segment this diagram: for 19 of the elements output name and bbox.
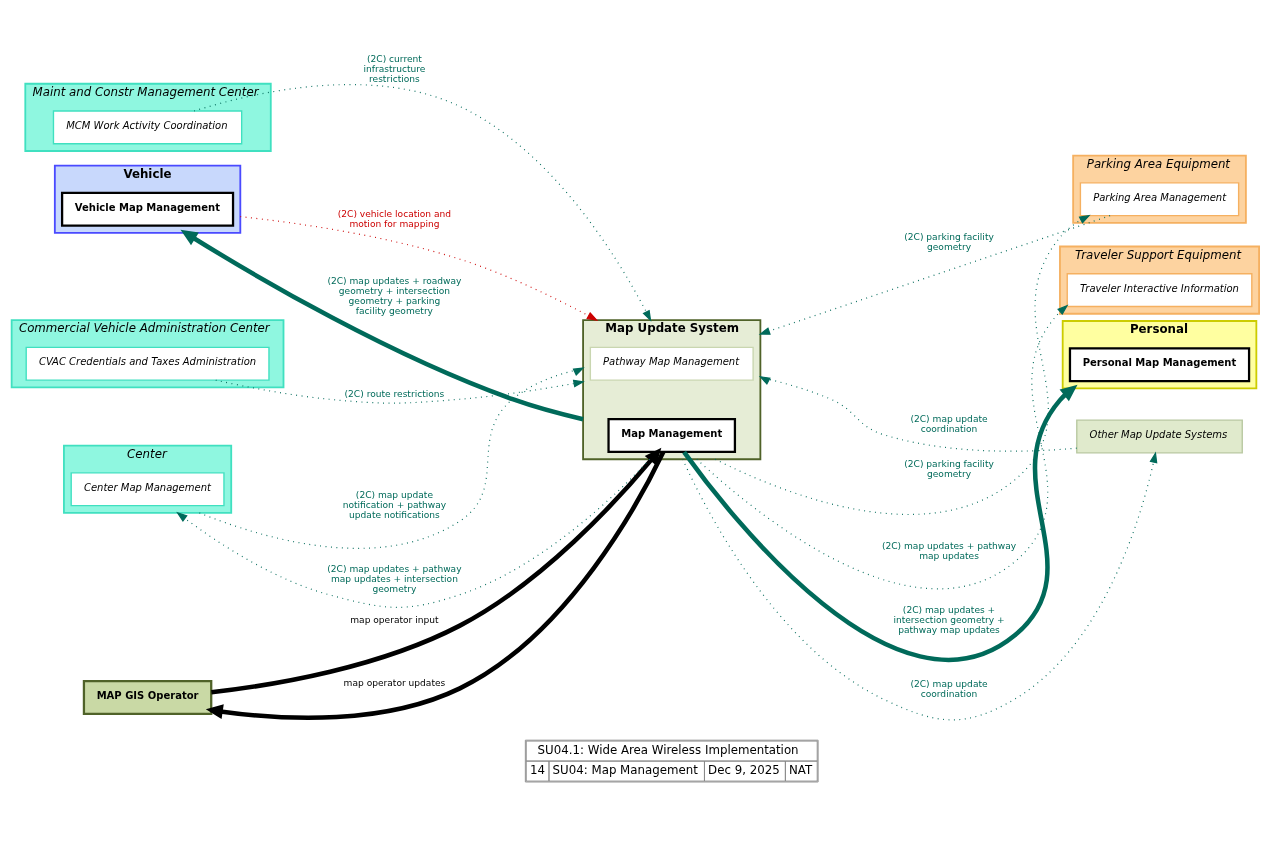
edge-label: (2C) map updates + pathway map updates	[881, 540, 1017, 561]
label: 14	[529, 762, 545, 777]
edge-label: (2C) map update notification + pathway update notifications	[342, 489, 447, 520]
edge-label: (2C) route restrictions	[344, 388, 445, 398]
label: Dec 9, 2025	[708, 762, 780, 777]
edge-label: (2C) map update coordination	[910, 413, 988, 434]
label: NAT	[789, 762, 813, 777]
edge-label: (2C) map update coordination	[910, 678, 988, 699]
edge-label: (2C) current infrastructure restrictions	[363, 53, 426, 84]
label: SU04.1: Wide Area Wireless Implementation	[537, 742, 799, 757]
edge-label: map operator input	[350, 614, 439, 625]
edge-label: (2C) parking facility geometry	[904, 231, 994, 252]
edge-label: map operator updates	[343, 677, 446, 688]
label: SU04: Map Management	[552, 762, 698, 777]
edge-label: (2C) map updates + intersection geometry + pathway map updates	[893, 604, 1005, 635]
edge-label: (2C) map updates + roadway geometry + intersection geometry + parking facility geometry	[327, 275, 462, 316]
edge-label: (2C) map updates + pathway map updates + intersection geometry	[327, 563, 462, 594]
edge-label: (2C) vehicle location and motion for mapping	[337, 208, 452, 229]
edge-label: (2C) parking facility geometry	[904, 458, 994, 479]
